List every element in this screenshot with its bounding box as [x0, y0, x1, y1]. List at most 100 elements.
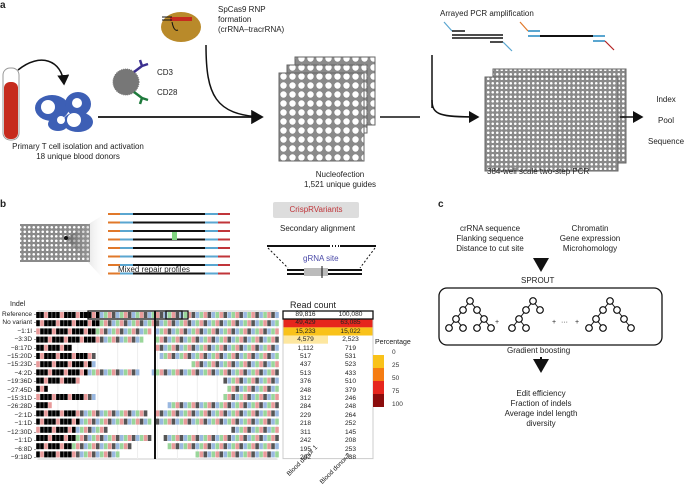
base-cell	[239, 410, 243, 417]
base-cell	[271, 344, 275, 351]
base-cell	[103, 435, 108, 441]
base-cell	[255, 320, 259, 327]
base-cell	[80, 328, 84, 335]
read-count-value: 2,523	[342, 336, 359, 344]
base-cell	[52, 435, 56, 441]
indel-label: −27:45D -	[7, 386, 36, 394]
base-cell	[163, 320, 168, 327]
base-cell	[87, 312, 92, 318]
indel-label: −3:3D -	[14, 336, 37, 344]
base-cell	[219, 402, 224, 409]
base-cell	[60, 320, 64, 327]
base-cell	[195, 369, 200, 376]
base-cell	[199, 435, 204, 441]
base-cell	[87, 418, 92, 425]
read-count-value: 379	[344, 386, 356, 394]
base-cell	[243, 394, 247, 400]
base-cell	[167, 353, 172, 359]
base-cell	[84, 320, 88, 327]
base-cell	[68, 377, 72, 384]
base-cell	[243, 328, 247, 335]
base-cell	[72, 443, 76, 450]
base-cell	[171, 344, 176, 351]
base-cell	[211, 402, 216, 409]
base-cell	[239, 336, 243, 343]
base-cell	[259, 336, 263, 343]
plus-1: +	[495, 319, 500, 326]
base-cell	[91, 394, 96, 400]
read-count-value: 1,112	[297, 344, 314, 352]
base-cell	[183, 336, 188, 343]
base-cell	[44, 344, 48, 351]
base-cell	[187, 344, 192, 351]
base-cell	[103, 328, 108, 335]
base-cell	[111, 328, 116, 335]
base-cell	[199, 344, 204, 351]
base-cell	[127, 312, 132, 318]
base-cell	[271, 361, 275, 368]
cd3-antibody-icon	[133, 59, 149, 73]
base-cell	[87, 336, 92, 343]
base-cell	[56, 336, 60, 343]
base-cell	[183, 418, 188, 425]
base-cell	[171, 336, 176, 343]
base-cell	[80, 394, 84, 400]
base-cell	[259, 312, 263, 318]
base-cell	[187, 418, 192, 425]
base-cell	[84, 361, 88, 368]
indel-labels: Reference -No variant -−1:1I -−3:3D -−8:…	[0, 311, 36, 462]
base-cell	[207, 320, 212, 327]
base-cell	[36, 435, 40, 441]
base-cell	[80, 426, 84, 433]
base-cell	[107, 320, 112, 327]
base-cell	[195, 361, 200, 368]
indel-label: −12:30D -	[7, 428, 36, 436]
base-cell	[251, 426, 255, 433]
read-count-value: 63,085	[340, 319, 361, 327]
base-cell	[44, 361, 48, 368]
base-cell	[187, 336, 192, 343]
base-cell	[60, 418, 64, 425]
base-cell	[60, 426, 64, 433]
read-count-value: 89,816	[295, 311, 316, 318]
base-cell	[247, 369, 251, 376]
read-count-value: 433	[344, 369, 356, 377]
base-cell	[235, 320, 239, 327]
base-cell	[271, 328, 275, 335]
base-cell	[84, 336, 88, 343]
base-cell	[60, 443, 64, 450]
base-cell	[103, 312, 108, 318]
base-cell	[171, 418, 176, 425]
base-cell	[91, 369, 96, 376]
base-cell	[80, 312, 84, 318]
base-cell	[36, 426, 40, 433]
base-cell	[87, 443, 92, 450]
base-cell	[64, 312, 68, 318]
base-cell	[179, 344, 184, 351]
base-cell	[227, 344, 231, 351]
base-cell	[175, 418, 180, 425]
base-cell	[271, 394, 275, 400]
base-cell	[251, 418, 255, 425]
base-cell	[231, 377, 235, 384]
base-cell	[127, 336, 132, 343]
base-cell	[155, 336, 160, 343]
base-cell	[195, 312, 200, 318]
base-cell	[275, 451, 279, 458]
base-cell	[99, 328, 104, 335]
tree-node	[592, 315, 600, 323]
base-cell	[167, 344, 172, 351]
base-cell	[203, 336, 208, 343]
heatmap-cell	[283, 409, 328, 418]
base-cell	[195, 443, 200, 450]
legend-swatch	[373, 381, 384, 394]
base-cell	[48, 435, 52, 441]
base-cell	[159, 418, 164, 425]
base-cell	[235, 426, 239, 433]
base-cell	[199, 353, 204, 359]
base-cell	[72, 394, 76, 400]
